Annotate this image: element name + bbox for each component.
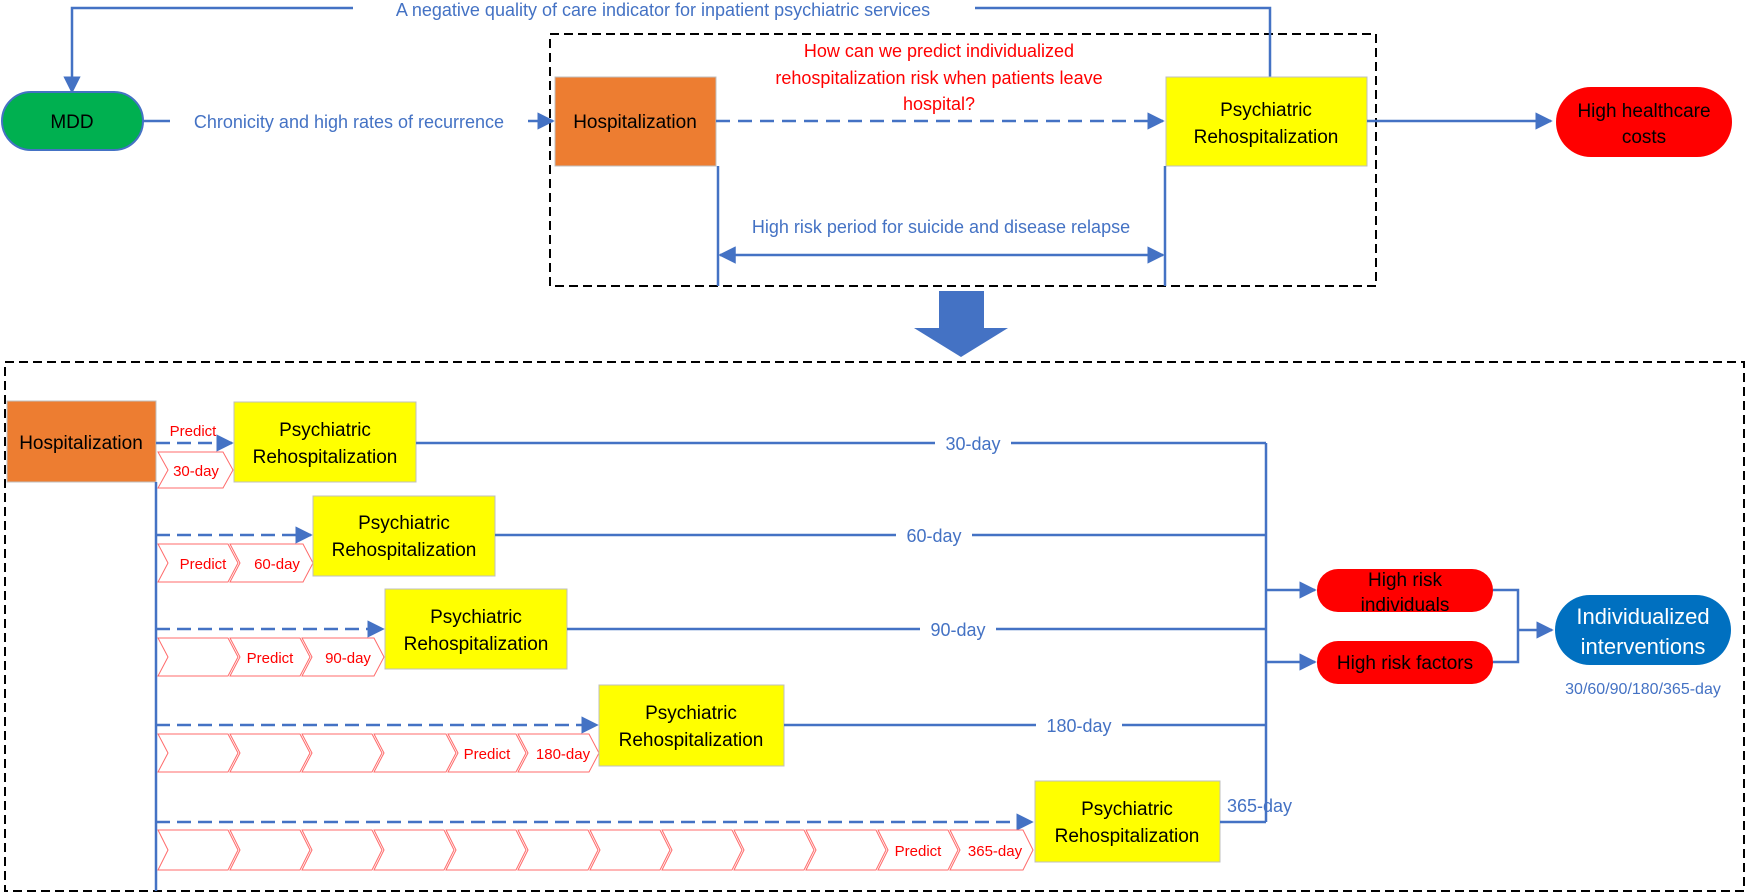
- row-180-line-label-bg: [1036, 717, 1122, 735]
- top-dashed-frame: [549, 33, 1377, 287]
- row-365-chevron: [877, 829, 959, 871]
- row-90-day: Predict 90-day Psychiatric Rehospitaliza…: [156, 588, 1266, 677]
- row-90-line-label-bg: [920, 621, 996, 639]
- row-365-day: Predict 365-day Psychiatric Rehospitaliz…: [156, 780, 1292, 871]
- row-60-predict-label: Predict: [180, 556, 228, 573]
- row-90-chevron: [229, 637, 311, 677]
- high-healthcare-costs-line1: High healthcare: [1577, 101, 1710, 122]
- row-90-rehospitalization-line2: Rehospitalization: [404, 634, 549, 655]
- high-risk-factors-node: [1317, 641, 1493, 684]
- row-365-rehospitalization-line2: Rehospitalization: [1055, 826, 1200, 847]
- row-365-chevron-window: [949, 829, 1034, 871]
- section-transition-arrow: [914, 291, 1008, 357]
- row-180-chevron-3: [301, 733, 383, 773]
- high-risk-individuals-line2: individuals: [1361, 595, 1450, 616]
- row-60-line-label-bg: [896, 527, 972, 545]
- row-90-rehospitalization-line1: Psychiatric: [430, 607, 522, 628]
- individualized-interventions-line1: Individualized: [1576, 604, 1709, 629]
- row-60-rehospitalization-line1: Psychiatric: [358, 513, 450, 534]
- row-90-predict-label: Predict: [247, 650, 295, 667]
- row-365-chevron-8: [661, 829, 743, 871]
- row-180-chevron-4: [373, 733, 457, 773]
- bottom-hospitalization-node: [6, 400, 157, 483]
- quality-indicator-label: A negative quality of care indicator for…: [396, 0, 930, 20]
- row-365-chevron-7: [589, 829, 671, 871]
- top-rehospitalization-label-line2: Rehospitalization: [1194, 127, 1339, 148]
- top-rehospitalization-node: [1165, 76, 1368, 167]
- row-180-line-label: 180-day: [1046, 716, 1111, 736]
- row-365-chevron-3: [301, 829, 383, 871]
- row-180-rehospitalization-line1: Psychiatric: [645, 703, 737, 724]
- row-90-rehospitalization-node: [384, 588, 568, 670]
- high-risk-factors-label: High risk factors: [1337, 653, 1473, 674]
- row-180-chevron-1: [157, 733, 239, 773]
- row-180-rehospitalization-node: [598, 684, 785, 767]
- row-365-chevron-10: [805, 829, 887, 871]
- risk-period-label: High risk period for suicide and disease…: [752, 217, 1130, 237]
- risk-outputs-merge-line: [1493, 588, 1520, 664]
- row-30-day: Predict 30-day Psychiatric Rehospitaliza…: [156, 401, 1266, 489]
- row-90-window-label: 90-day: [325, 650, 371, 667]
- row-30-rehospitalization-node: [233, 401, 417, 483]
- row-365-rehospitalization-line1: Psychiatric: [1081, 799, 1173, 820]
- row-365-chevron-4: [373, 829, 455, 871]
- chronicity-label-bg: [170, 108, 528, 130]
- row-180-rehospitalization-line2: Rehospitalization: [619, 730, 764, 751]
- research-question-line1: How can we predict individualized: [804, 41, 1074, 61]
- row-90-line-label: 90-day: [930, 620, 985, 640]
- row-180-window-label: 180-day: [536, 746, 591, 763]
- row-180-chevron-2: [229, 733, 311, 773]
- row-365-chevron-2: [229, 829, 311, 871]
- mdd-label: MDD: [50, 112, 93, 133]
- high-healthcare-costs-line2: costs: [1622, 127, 1666, 148]
- row-30-rehospitalization-line1: Psychiatric: [279, 420, 371, 441]
- high-risk-individuals-line1: High risk: [1368, 570, 1442, 591]
- high-healthcare-costs-node: [1556, 87, 1732, 157]
- row-180-day: Predict 180-day Psychiatric Rehospitaliz…: [156, 684, 1266, 773]
- row-90-chevron-window: [301, 637, 385, 677]
- bottom-dashed-frame: [4, 361, 1745, 892]
- row-365-chevron-5: [445, 829, 527, 871]
- row-90-chevron-empty: [157, 637, 239, 677]
- individualized-interventions-node: [1555, 595, 1731, 665]
- row-60-line-label: 60-day: [906, 526, 961, 546]
- top-hospitalization-node: [554, 76, 717, 167]
- row-180-predict-label: Predict: [464, 746, 512, 763]
- row-365-window-label: 365-day: [968, 843, 1023, 860]
- row-60-day: Predict 60-day Psychiatric Rehospitaliza…: [156, 495, 1266, 583]
- individualized-interventions-line2: interventions: [1581, 634, 1706, 659]
- row-60-rehospitalization-line2: Rehospitalization: [332, 540, 477, 561]
- row-60-rehospitalization-node: [312, 495, 496, 577]
- row-30-predict-label: Predict: [170, 423, 218, 440]
- row-365-predict-label: Predict: [895, 843, 943, 860]
- research-question-line2: rehospitalization risk when patients lea…: [775, 68, 1102, 88]
- row-365-rehospitalization-node: [1034, 780, 1221, 863]
- row-180-chevron: [447, 733, 527, 773]
- row-30-window-label: 30-day: [173, 463, 219, 480]
- quality-indicator-label-bg: [353, 0, 975, 18]
- row-365-chevron-9: [733, 829, 815, 871]
- row-60-chevron: [157, 543, 239, 583]
- row-365-chevron-6: [517, 829, 599, 871]
- high-risk-individuals-node: [1317, 569, 1493, 612]
- row-60-window-label: 60-day: [254, 556, 300, 573]
- research-question-line3: hospital?: [903, 94, 975, 114]
- row-365-chevron-1: [157, 829, 239, 871]
- top-rehospitalization-label-line1: Psychiatric: [1220, 100, 1312, 121]
- row-30-line-label: 30-day: [945, 434, 1000, 454]
- row-30-rehospitalization-line2: Rehospitalization: [253, 447, 398, 468]
- interventions-windows-label: 30/60/90/180/365-day: [1565, 681, 1721, 698]
- row-180-chevron-window: [517, 733, 600, 773]
- row-30-line-label-bg: [935, 435, 1011, 453]
- row-30-chevron: [157, 451, 234, 489]
- top-hospitalization-label: Hospitalization: [573, 112, 697, 133]
- chronicity-label: Chronicity and high rates of recurrence: [194, 112, 504, 132]
- bottom-hospitalization-label: Hospitalization: [19, 433, 143, 454]
- row-365-line-label: 365-day: [1227, 796, 1292, 816]
- row-60-chevron-window: [229, 543, 314, 583]
